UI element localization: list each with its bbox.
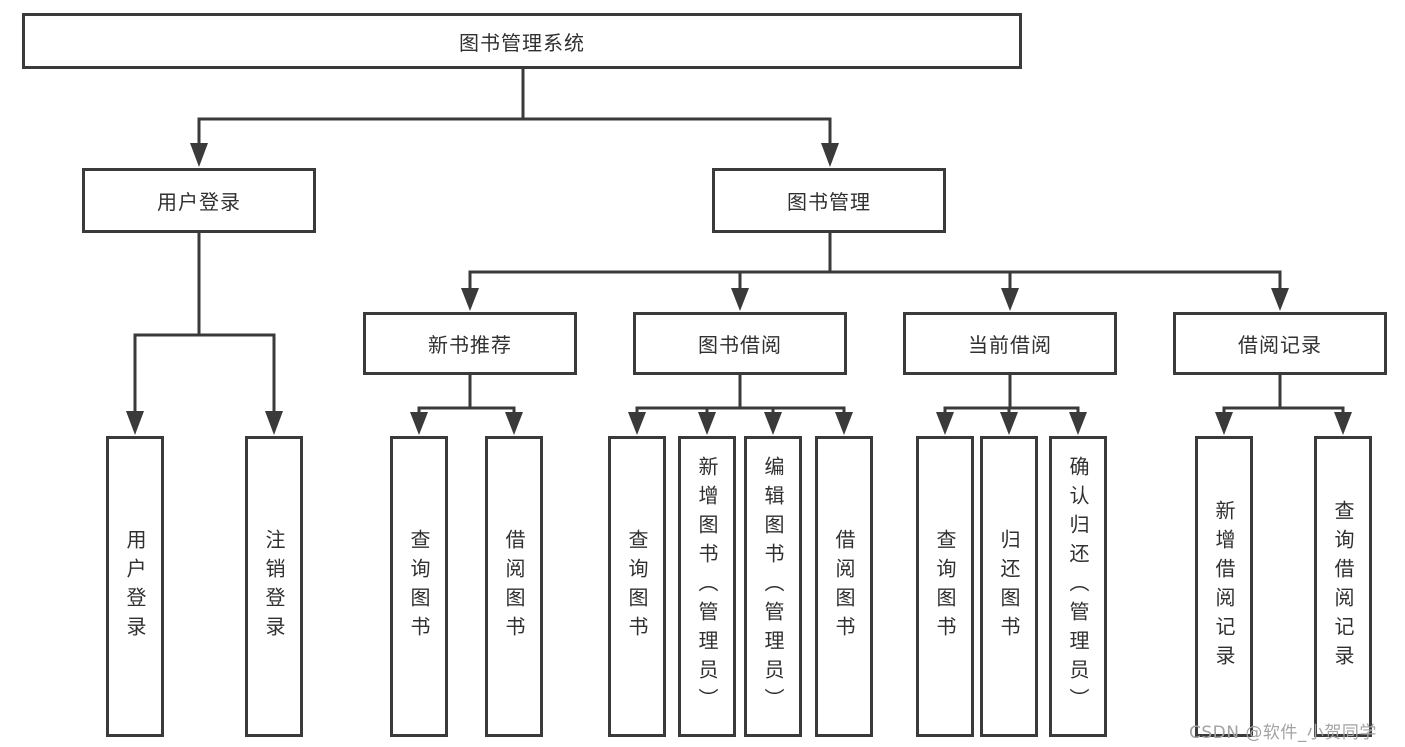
leaf-borrow-books: 借阅图书 <box>815 436 873 737</box>
leaf-borrow-books-recommend-label: 借阅图书 <box>502 528 526 645</box>
node-book-borrow: 图书借阅 <box>633 312 847 375</box>
connector-new-book-children <box>417 375 516 416</box>
leaf-edit-book-admin: 编辑图书（管理员） <box>744 436 802 737</box>
node-library-system-label: 图书管理系统 <box>459 30 585 55</box>
leaf-query-books-recommend-label: 查询图书 <box>407 528 431 645</box>
leaf-add-book-admin-label: 新增图书（管理员） <box>695 456 719 717</box>
node-new-book-recommend: 新书推荐 <box>363 312 577 375</box>
leaf-add-borrow-record-label: 新增借阅记录 <box>1212 499 1236 674</box>
node-current-borrow-label: 当前借阅 <box>968 333 1052 357</box>
connector-book-borrow-children <box>635 375 846 416</box>
leaf-query-books-borrow-label: 查询图书 <box>625 528 649 645</box>
node-book-management: 图书管理 <box>712 168 946 233</box>
leaf-user-login: 用户登录 <box>106 436 164 737</box>
node-borrow-records-label: 借阅记录 <box>1238 333 1322 357</box>
leaf-query-books-current: 查询图书 <box>916 436 974 737</box>
leaf-query-books-current-label: 查询图书 <box>933 528 957 645</box>
leaf-edit-book-admin-label: 编辑图书（管理员） <box>761 456 785 717</box>
leaf-query-borrow-record: 查询借阅记录 <box>1314 436 1372 737</box>
connector-user-login-children <box>133 233 276 414</box>
leaf-add-book-admin: 新增图书（管理员） <box>678 436 736 737</box>
leaf-query-books-recommend: 查询图书 <box>390 436 448 737</box>
connector-borrow-records-children <box>1222 375 1345 416</box>
csdn-watermark: CSDN @软件_小贺同学 <box>1189 723 1377 743</box>
leaf-logout-label: 注销登录 <box>262 528 286 645</box>
arrowheads-leaves <box>410 412 1352 435</box>
node-current-borrow: 当前借阅 <box>903 312 1117 375</box>
node-library-system: 图书管理系统 <box>22 13 1022 69</box>
leaf-query-borrow-record-label: 查询借阅记录 <box>1331 499 1355 674</box>
leaf-borrow-books-recommend: 借阅图书 <box>485 436 543 737</box>
node-borrow-records: 借阅记录 <box>1173 312 1387 375</box>
leaf-query-books-borrow: 查询图书 <box>608 436 666 737</box>
arrowheads-level1 <box>190 143 839 167</box>
node-user-login-label: 用户登录 <box>157 190 241 214</box>
arrowheads-level2 <box>461 288 1289 311</box>
connector-current-borrow-children <box>943 375 1080 416</box>
leaf-logout: 注销登录 <box>245 436 303 737</box>
leaf-borrow-books-label: 借阅图书 <box>832 528 856 645</box>
node-user-login: 用户登录 <box>82 168 316 233</box>
leaf-user-login-label: 用户登录 <box>123 528 147 645</box>
leaf-return-books-label: 归还图书 <box>997 528 1021 645</box>
leaf-confirm-return-admin-label: 确认归还（管理员） <box>1066 456 1090 717</box>
connector-book-mgmt-to-level2 <box>468 233 1282 291</box>
node-book-management-label: 图书管理 <box>787 190 871 214</box>
leaf-confirm-return-admin: 确认归还（管理员） <box>1049 436 1107 737</box>
connector-root-to-level1 <box>197 67 832 146</box>
node-book-borrow-label: 图书借阅 <box>698 333 782 357</box>
node-new-book-recommend-label: 新书推荐 <box>428 333 512 357</box>
arrowheads-user-login-children <box>126 411 283 435</box>
leaf-return-books: 归还图书 <box>980 436 1038 737</box>
leaf-add-borrow-record: 新增借阅记录 <box>1195 436 1253 737</box>
